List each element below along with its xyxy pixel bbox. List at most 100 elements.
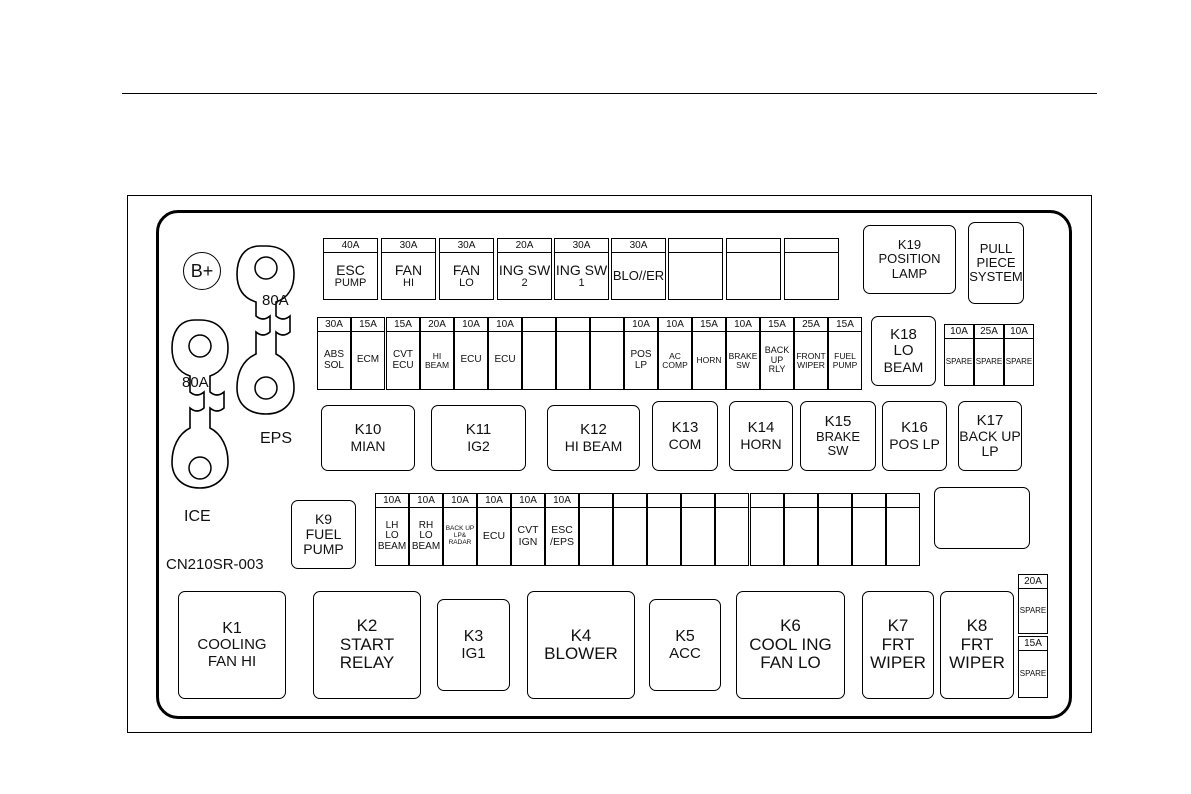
label-line: HI	[403, 276, 414, 289]
fuse-row3-slot	[784, 493, 818, 566]
fuse-rating: 10A	[410, 494, 442, 508]
label-line: SW	[736, 359, 750, 370]
fuse-rating	[727, 239, 780, 253]
label-line: AC	[669, 350, 681, 361]
label-line: K10	[354, 421, 382, 439]
label-line: START	[339, 634, 395, 654]
label-line: ESC	[336, 261, 365, 278]
fuse-label: SPARE	[1019, 589, 1047, 633]
label-line: ECU	[494, 354, 516, 366]
fuse-row3-slot	[750, 493, 784, 566]
fuse-label: ECU	[489, 332, 521, 389]
label-line: K16	[901, 419, 928, 437]
fuse-row3-slot	[886, 493, 920, 566]
label-line: K14	[747, 419, 775, 437]
fuse-row3-slot	[852, 493, 886, 566]
fuse-rating	[819, 494, 851, 508]
fuse-label	[557, 332, 589, 389]
fuse-rating: 15A	[1019, 637, 1047, 651]
fuse-rating: 10A	[489, 318, 521, 332]
label-line: FRT	[881, 634, 915, 654]
label-line: LO	[459, 276, 474, 289]
label-line: K8	[966, 616, 988, 636]
label-line: HI BEAM	[564, 437, 623, 454]
ice-link-label: ICE	[184, 508, 211, 525]
label-line: COMP	[662, 359, 688, 370]
fuse-rating: 10A	[546, 494, 578, 508]
label-line: ECU	[392, 359, 414, 371]
figure-frame	[127, 195, 1092, 733]
label-line: LP	[981, 443, 999, 460]
fuse-rating: 20A	[1019, 575, 1047, 589]
label-line: UP	[770, 354, 784, 365]
fuse-rating	[669, 239, 722, 253]
label-line: SPARE	[1019, 668, 1047, 678]
fuse-rating	[785, 239, 838, 253]
label-line: K7	[887, 616, 909, 636]
fuse-row1-slot	[726, 238, 781, 300]
eps-link-amp: 80A	[262, 292, 289, 309]
fuse-rating: 15A	[387, 318, 419, 332]
label-line: PUMP	[832, 359, 858, 370]
label-line: LAMP	[891, 265, 928, 281]
fuse-rating	[751, 494, 783, 508]
label-line: K17	[976, 411, 1004, 429]
label-line: PIECE	[976, 254, 1016, 270]
fuse-label: ECU	[478, 508, 510, 565]
fuse-rating: 10A	[1005, 325, 1033, 339]
ice-bolt-hole-bottom	[188, 456, 212, 480]
fuse-label	[819, 508, 851, 565]
label-line: ING SW	[555, 261, 608, 278]
fuse-rating	[523, 318, 555, 332]
label-line: BRAKE	[815, 429, 861, 445]
fuse-rating: 20A	[421, 318, 453, 332]
fuse-label: SPARE	[975, 339, 1003, 385]
fuse-label	[580, 508, 612, 565]
label-line: ACC	[669, 644, 701, 662]
fuse-label: HORN	[693, 332, 725, 389]
label-line: FAN HI	[207, 652, 257, 670]
fuse-row3-slot	[613, 493, 647, 566]
label-line: BLO//ER	[612, 268, 665, 284]
label-line: SPARE	[1005, 356, 1033, 366]
fuse-label	[669, 253, 722, 299]
label-line: LH	[385, 519, 399, 531]
fuse-label	[716, 508, 748, 565]
label-line: BEAM	[883, 358, 924, 375]
fuse-label	[751, 508, 783, 565]
label-line: 1	[578, 276, 585, 289]
fuse-rating: 10A	[625, 318, 657, 332]
battery-terminal: B+	[183, 252, 221, 290]
label-line: SOL	[323, 359, 344, 371]
fuse-rating: 40A	[324, 239, 377, 253]
fuse-rating: 25A	[795, 318, 827, 332]
label-line: BEAM	[411, 540, 441, 552]
label-line: K9	[314, 510, 333, 527]
label-line: K1	[222, 620, 242, 638]
